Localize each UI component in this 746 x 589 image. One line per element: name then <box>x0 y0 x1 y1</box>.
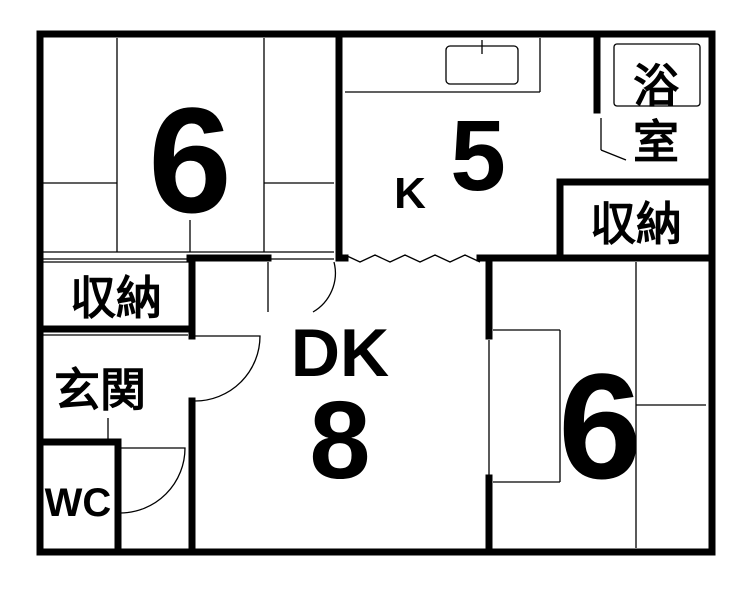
thin-lines <box>41 35 706 554</box>
bath-label-top: 浴 <box>633 59 680 113</box>
tatami-right-size: 6 <box>558 342 641 510</box>
kitchen-label: K <box>394 169 426 218</box>
dk-size: 8 <box>309 379 370 502</box>
dk-label: DK <box>291 315 389 391</box>
tatami-left-size: 6 <box>148 76 231 244</box>
storage-right-label: 収納 <box>590 197 682 251</box>
entrance-label: 玄関 <box>54 363 146 417</box>
storage-left-label: 収納 <box>70 271 162 325</box>
toilet-label: WC <box>45 481 112 525</box>
bath-label-bottom: 室 <box>633 115 679 169</box>
walls <box>36 30 716 556</box>
sliding-door <box>344 254 481 263</box>
kitchen-size: 5 <box>450 100 506 212</box>
